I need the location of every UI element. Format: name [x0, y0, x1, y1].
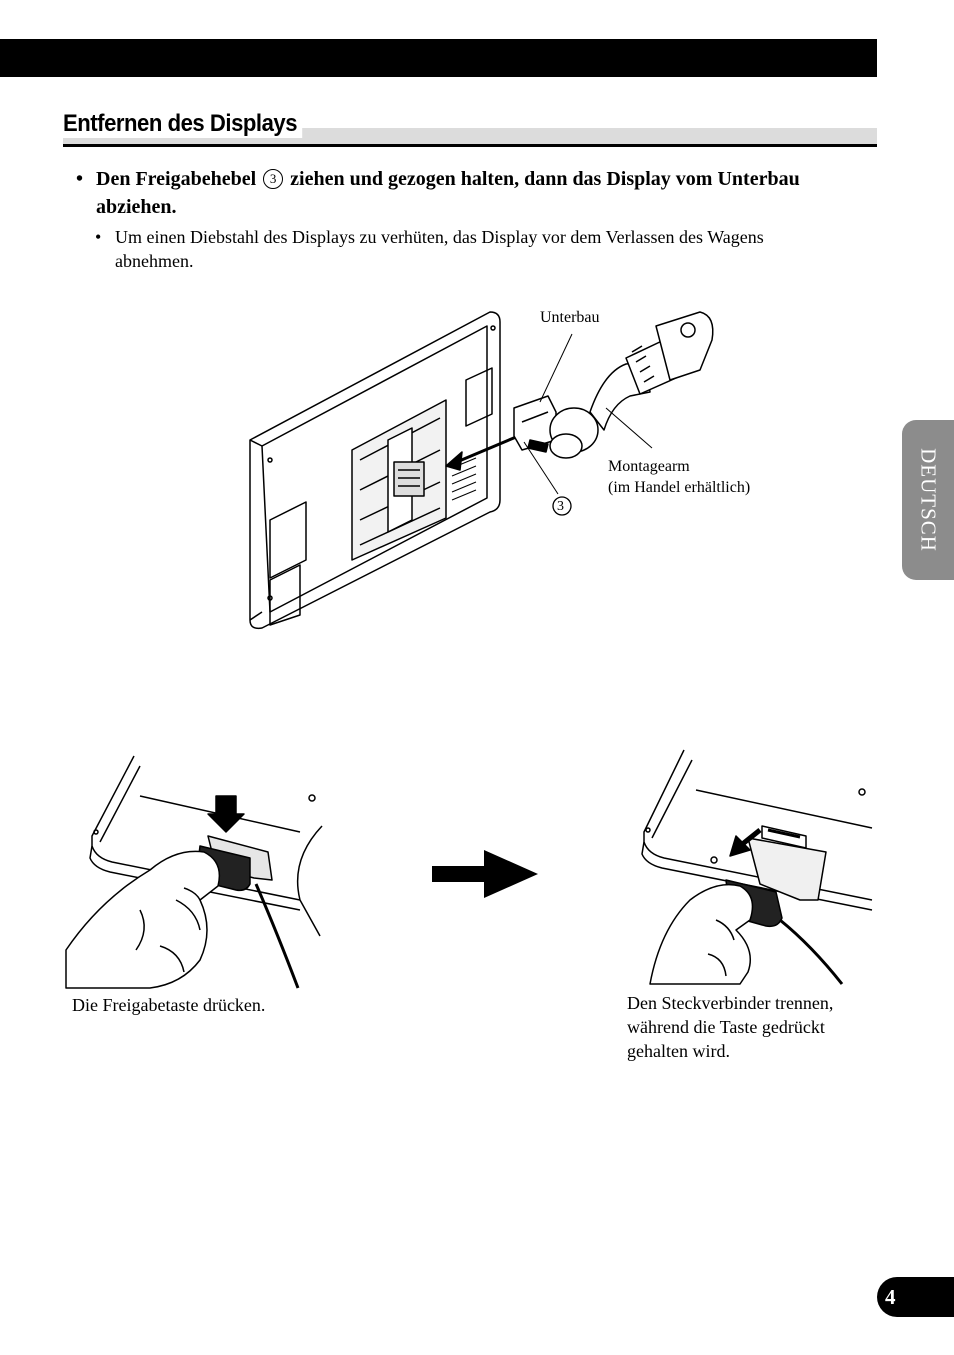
instruction-item: • Den Freigabehebel 3 ziehen und gezogen…	[76, 165, 816, 221]
page-number: 4	[885, 1285, 896, 1309]
note-item: • Um einen Diebstahl des Displays zu ver…	[95, 225, 815, 273]
language-tab-label: DEUTSCH	[916, 448, 941, 552]
callout-label: 3	[557, 499, 564, 514]
label-montagearm-note: (im Handel erhältlich)	[608, 479, 751, 496]
caption-disconnect-line2: während die Taste gedrückt	[627, 1017, 825, 1037]
press-button-illustration	[65, 755, 323, 989]
bullet-dot: •	[76, 168, 84, 190]
note-text: Um einen Diebstahl des Displays zu verhü…	[115, 227, 764, 271]
caption-press-button: Die Freigabetaste drücken.	[72, 995, 266, 1015]
caption-disconnect-line3: gehalten wird.	[627, 1041, 730, 1061]
disconnect-connector-illustration	[641, 749, 873, 985]
label-unterbau: Unterbau	[540, 309, 600, 326]
page-number-badge: 4	[877, 1277, 954, 1317]
caption-disconnect-line1: Den Steckverbinder trennen,	[627, 993, 834, 1013]
bullet-dot: •	[95, 227, 102, 247]
instruction-text: Den Freigabehebel 3 ziehen und gezogen h…	[96, 165, 816, 221]
callout-number: 3	[263, 169, 284, 189]
header-bar	[0, 39, 877, 77]
display-removal-illustration	[249, 311, 714, 630]
instruction-text-before: Den Freigabehebel	[96, 168, 257, 190]
arrow-right-icon	[432, 850, 538, 898]
language-tab: DEUTSCH	[902, 420, 954, 580]
section-title: Entfernen des Displays	[63, 110, 303, 138]
label-montagearm: Montagearm	[608, 458, 690, 475]
heading-rule	[63, 144, 877, 147]
instruction-text-after: ziehen und gezogen halten, dann das Disp…	[96, 168, 800, 218]
section-heading: Entfernen des Displays	[63, 108, 877, 148]
